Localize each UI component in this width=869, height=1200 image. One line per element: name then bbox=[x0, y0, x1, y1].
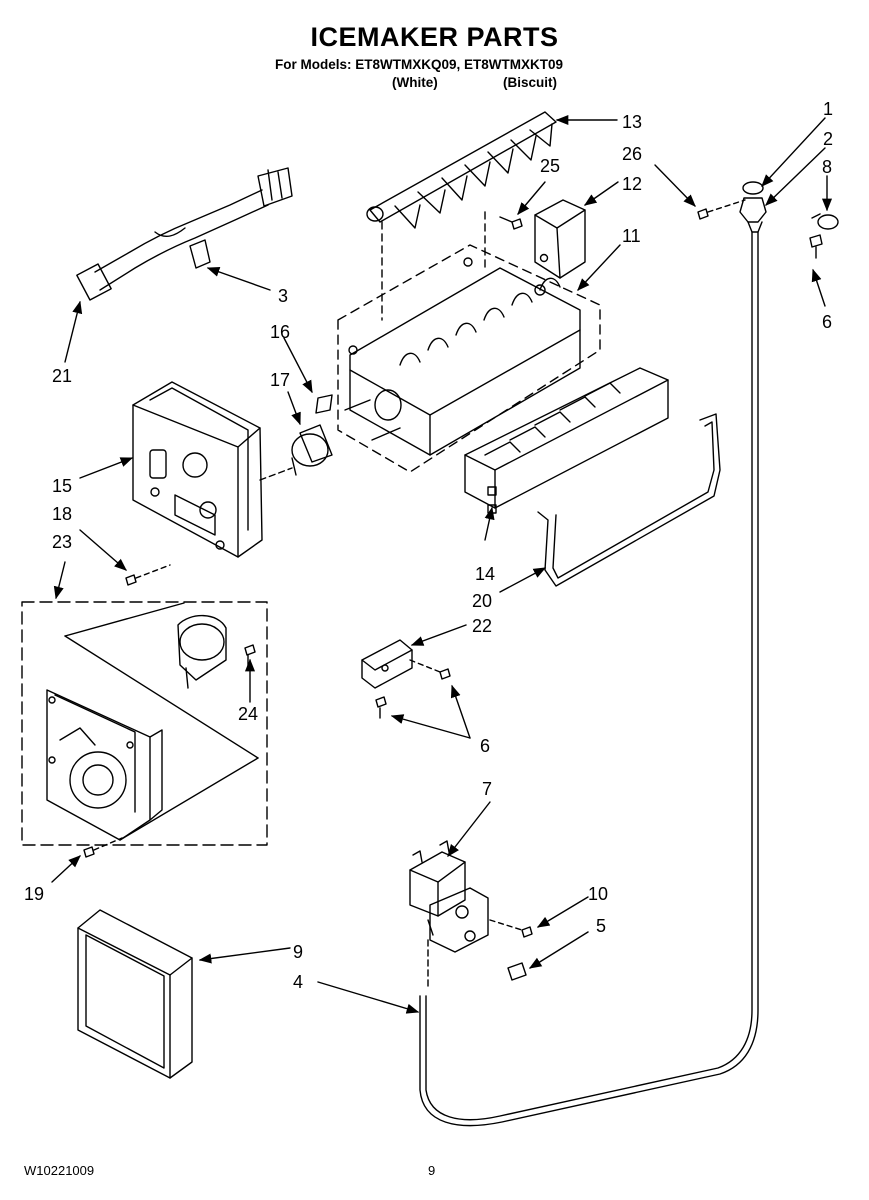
callout-1: 1 bbox=[823, 99, 833, 119]
part-7-water-valve bbox=[409, 840, 489, 991]
callout-3: 3 bbox=[278, 286, 288, 306]
callout-18: 18 bbox=[52, 504, 72, 524]
part-12-fill-cup bbox=[534, 199, 586, 279]
models-line: For Models: ET8WTMXKQ09, ET8WTMXKT09 bbox=[275, 57, 564, 72]
part-22-bracket bbox=[361, 639, 413, 689]
callout-labels: 1 2 8 6 13 26 25 12 11 3 21 16 17 15 18 … bbox=[24, 99, 833, 992]
part-8-clamp bbox=[811, 213, 839, 230]
part-20-shutoff-arm bbox=[537, 413, 721, 587]
callout-15: 15 bbox=[52, 476, 72, 496]
page-number: 9 bbox=[428, 1163, 436, 1178]
part-23-module-assembly bbox=[21, 601, 268, 846]
part-17-thermostat bbox=[291, 394, 333, 476]
callout-2: 2 bbox=[823, 129, 833, 149]
callout-6-bottom: 6 bbox=[480, 736, 490, 756]
callout-25: 25 bbox=[540, 156, 560, 176]
assembly-lines bbox=[381, 211, 486, 321]
part-9-pad bbox=[77, 909, 193, 1079]
callout-17: 17 bbox=[270, 370, 290, 390]
callout-24: 24 bbox=[238, 704, 258, 724]
callout-5: 5 bbox=[596, 916, 606, 936]
variant-white: (White) bbox=[392, 75, 438, 90]
callout-16: 16 bbox=[270, 322, 290, 342]
part-21-wire-harness bbox=[76, 167, 293, 301]
callout-13: 13 bbox=[622, 112, 642, 132]
variant-biscuit: (Biscuit) bbox=[503, 75, 557, 90]
doc-number: W10221009 bbox=[24, 1163, 95, 1178]
callout-19: 19 bbox=[24, 884, 44, 904]
callout-8: 8 bbox=[822, 157, 832, 177]
callout-23: 23 bbox=[52, 532, 72, 552]
callout-12: 12 bbox=[622, 174, 642, 194]
callout-7: 7 bbox=[482, 779, 492, 799]
callout-26: 26 bbox=[622, 144, 642, 164]
callout-20: 20 bbox=[472, 591, 492, 611]
page-title: ICEMAKER PARTS bbox=[310, 22, 559, 52]
callout-22: 22 bbox=[472, 616, 492, 636]
callout-21: 21 bbox=[52, 366, 72, 386]
part-15-control-housing bbox=[132, 381, 293, 558]
callout-14: 14 bbox=[475, 564, 495, 584]
part-13-ejector-strip bbox=[366, 111, 557, 229]
part-14-ice-stripper bbox=[464, 367, 669, 514]
callout-9: 9 bbox=[293, 942, 303, 962]
screws bbox=[83, 199, 823, 981]
callout-11: 11 bbox=[622, 226, 641, 246]
callout-6-top: 6 bbox=[822, 312, 832, 332]
callout-4: 4 bbox=[293, 972, 303, 992]
part-11-icemaker-mold bbox=[337, 244, 601, 473]
part-1-2-fittings bbox=[739, 181, 767, 233]
leader-lines bbox=[51, 114, 833, 1014]
part-4-water-tube bbox=[419, 231, 759, 1127]
callout-10: 10 bbox=[588, 884, 608, 904]
